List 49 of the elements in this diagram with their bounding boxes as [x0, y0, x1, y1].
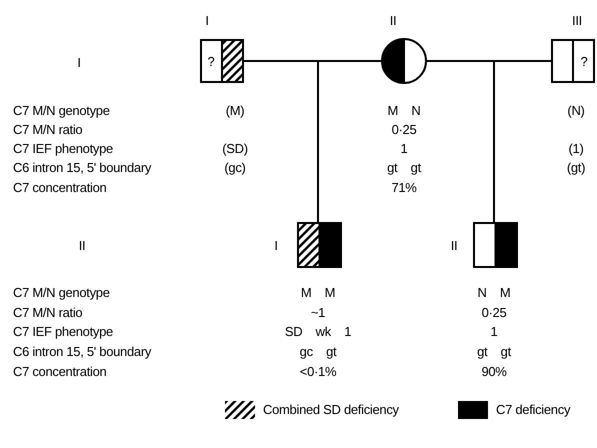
pedigree-line — [493, 60, 551, 222]
male-symbol — [551, 39, 595, 83]
pedigree-line — [317, 60, 381, 222]
data-value: 71% — [391, 180, 417, 195]
data-value: ~1 — [310, 305, 326, 320]
data-value: (M) — [226, 103, 244, 118]
data-value: 90% — [481, 364, 507, 379]
female-symbol — [381, 38, 427, 84]
data-value: (gt) — [566, 160, 586, 175]
row-label: C6 intron 15, 5' boundary — [13, 344, 152, 359]
data-value: (gc) — [224, 160, 246, 175]
data-value: SD wk 1 — [284, 324, 352, 339]
individual-number: I — [274, 238, 278, 253]
individual-number: II — [450, 238, 458, 253]
row-label: C7 M/N ratio — [13, 122, 82, 137]
data-value: gt gt — [477, 344, 511, 359]
row-label: C7 M/N genotype — [13, 285, 110, 300]
legend-label: C7 deficiency — [496, 402, 570, 417]
data-value: (N) — [567, 103, 585, 118]
generation-numeral: I — [77, 55, 81, 70]
individual-number: III — [572, 13, 582, 28]
row-label: C7 M/N ratio — [13, 305, 82, 320]
data-value: gc gt — [300, 344, 336, 359]
row-label: C7 IEF phenotype — [13, 324, 113, 339]
question-mark: ? — [208, 54, 215, 69]
data-value: N M — [478, 285, 510, 300]
row-label: C7 M/N genotype — [13, 103, 110, 118]
male-symbol — [297, 222, 342, 268]
row-label: C7 concentration — [13, 364, 106, 379]
generation-numeral: II — [78, 238, 86, 253]
individual-number: II — [390, 13, 396, 28]
data-value: (SD) — [222, 141, 248, 156]
question-mark: ? — [580, 54, 588, 69]
male-symbol — [200, 39, 244, 83]
data-value: 1 — [400, 141, 408, 156]
data-value: 0·25 — [392, 122, 416, 137]
data-value: <0·1% — [300, 364, 336, 379]
male-symbol — [473, 222, 518, 268]
data-value: 0·25 — [482, 305, 506, 320]
data-value: gt gt — [387, 160, 421, 175]
legend-label: Combined SD deficiency — [263, 402, 399, 417]
row-label: C7 IEF phenotype — [13, 141, 113, 156]
data-value: (1) — [568, 141, 584, 156]
row-label: C7 concentration — [13, 180, 106, 195]
individual-number: I — [205, 13, 209, 28]
data-value: M M — [300, 285, 336, 300]
data-value: M N — [388, 103, 420, 118]
row-label: C6 intron 15, 5' boundary — [13, 160, 152, 175]
data-value: 1 — [490, 324, 498, 339]
